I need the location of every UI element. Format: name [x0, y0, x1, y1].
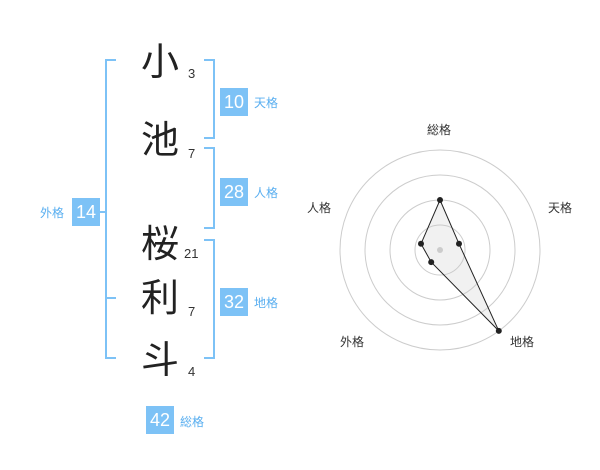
gaikaku-bracket — [105, 59, 116, 359]
tenkaku-value-badge: 10 — [220, 88, 248, 116]
gaikaku-value-badge: 14 — [72, 198, 100, 226]
radar-axis-label-gaikaku: 外格 — [340, 335, 365, 349]
tenkaku-label: 天格 — [254, 96, 279, 110]
jinkaku-label: 人格 — [254, 186, 279, 200]
radar-point-4 — [428, 259, 435, 266]
radar-grid-ring — [414, 224, 466, 276]
radar-series-polygon — [420, 198, 500, 332]
radar-axis-label-jinkaku: 人格 — [307, 201, 332, 215]
stroke-count-1: 3 — [188, 66, 196, 81]
name-char-3: 桜 — [140, 222, 179, 266]
radar-center-dot — [437, 247, 443, 253]
stroke-count-2: 7 — [188, 146, 196, 161]
radar-point-5 — [418, 240, 424, 247]
gaikaku-label: 外格 — [40, 206, 65, 220]
stroke-count-4: 7 — [188, 304, 196, 319]
name-char-1: 小 — [140, 40, 179, 84]
tenkaku-bracket — [204, 59, 215, 139]
radar-axis-label-tenkaku: 天格 — [548, 201, 573, 215]
stroke-count-5: 4 — [188, 364, 196, 379]
chikaku-label: 地格 — [254, 296, 279, 310]
radar-axis-label-chikaku: 地格 — [510, 335, 535, 349]
jinkaku-value-badge: 28 — [220, 178, 248, 206]
jinkaku-bracket — [204, 147, 215, 229]
name-char-4: 利 — [140, 276, 179, 320]
chikaku-bracket — [204, 239, 215, 359]
stroke-count-3: 21 — [184, 246, 199, 261]
name-char-2: 池 — [140, 118, 179, 162]
chikaku-value-badge: 32 — [220, 288, 248, 316]
radar-axis-label-soukaku: 総格 — [427, 123, 452, 137]
soukaku-label: 総格 — [180, 415, 205, 429]
radar-grid-ring — [339, 149, 541, 351]
name-char-5: 斗 — [140, 338, 179, 382]
radar-point-1 — [437, 197, 443, 203]
radar-grid-ring — [364, 174, 516, 326]
radar-point-2 — [456, 240, 462, 247]
soukaku-value-badge: 42 — [146, 406, 174, 434]
radar-point-3 — [495, 327, 502, 334]
